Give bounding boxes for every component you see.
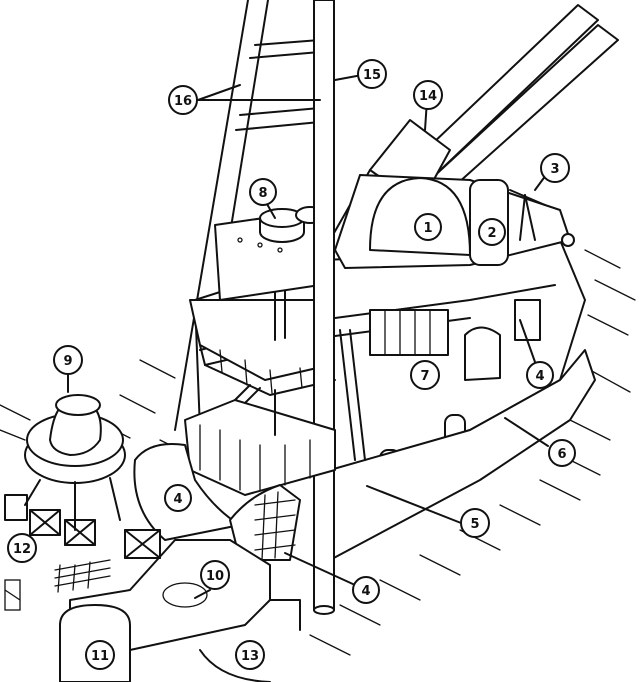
label-4-right: 4	[526, 361, 554, 389]
deck-texture	[4, 559, 111, 611]
svg-text:4: 4	[173, 492, 182, 507]
svg-text:9: 9	[63, 354, 72, 369]
label-1: 1	[414, 213, 442, 241]
deckhouse	[194, 239, 596, 581]
svg-text:8: 8	[258, 186, 267, 201]
svg-text:4: 4	[361, 584, 370, 599]
svg-text:14: 14	[419, 89, 437, 104]
svg-text:3: 3	[550, 162, 559, 177]
svg-text:1: 1	[423, 221, 432, 236]
label-5: 5	[460, 508, 490, 538]
label-11: 11	[85, 640, 115, 670]
label-7: 7	[410, 360, 440, 390]
svg-text:5: 5	[470, 517, 479, 532]
crates	[4, 494, 161, 559]
svg-text:7: 7	[420, 369, 429, 384]
svg-text:2: 2	[487, 226, 496, 241]
svg-text:12: 12	[13, 542, 31, 557]
hull	[199, 599, 301, 682]
svg-text:13: 13	[241, 649, 259, 664]
svg-text:15: 15	[363, 68, 381, 83]
label-12: 12	[7, 533, 37, 563]
label-9: 9	[53, 345, 83, 375]
label-14: 14	[413, 80, 443, 110]
label-4-left: 4	[164, 484, 192, 512]
label-6: 6	[548, 439, 576, 467]
label-13: 13	[235, 640, 265, 670]
label-15: 15	[357, 59, 387, 89]
label-10: 10	[200, 560, 230, 590]
svg-text:6: 6	[557, 447, 566, 462]
svg-text:11: 11	[91, 649, 109, 664]
label-2: 2	[478, 218, 506, 246]
svg-text:16: 16	[174, 94, 192, 109]
label-3: 3	[540, 153, 570, 183]
mast	[313, 0, 335, 615]
label-16: 16	[168, 85, 198, 115]
label-8: 8	[249, 178, 277, 206]
svg-text:4: 4	[535, 369, 544, 384]
label-4-bottom: 4	[352, 576, 380, 604]
winch	[0, 394, 126, 531]
svg-text:10: 10	[206, 569, 224, 584]
